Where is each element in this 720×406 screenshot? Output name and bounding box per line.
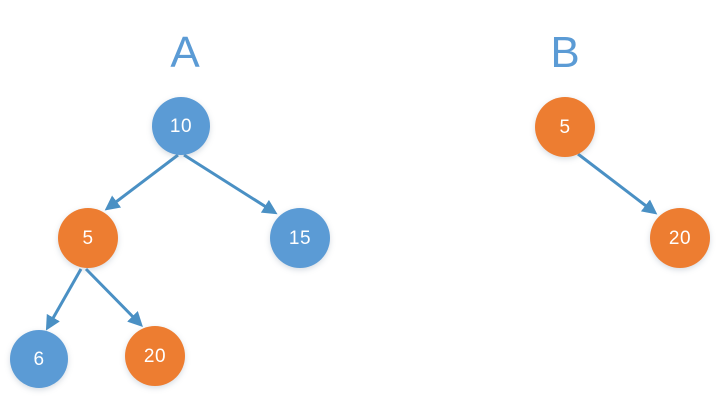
tree-node-value: 20 <box>143 345 167 367</box>
tree-node-value: 5 <box>82 227 94 249</box>
tree-edge-a-left-to-leftright <box>84 267 143 327</box>
tree-node-a-root[interactable]: 10 <box>152 97 210 155</box>
tree-label-b: B <box>550 28 580 77</box>
tree-node-value: 10 <box>169 115 193 137</box>
tree-edge-a-root-to-left <box>104 153 179 211</box>
tree-node-a-left[interactable]: 5 <box>58 208 118 268</box>
tree-node-a-left-left[interactable]: 6 <box>10 330 68 388</box>
tree-node-b-right[interactable]: 20 <box>650 208 710 268</box>
tree-edge-a-left-to-leftleft <box>45 268 83 331</box>
tree-node-value: 5 <box>559 116 571 138</box>
tree-node-value: 6 <box>33 348 45 370</box>
tree-node-b-root[interactable]: 5 <box>535 97 595 157</box>
tree-node-a-right[interactable]: 15 <box>270 208 330 268</box>
edges-group <box>45 152 658 331</box>
tree-edge-b-root-to-right <box>577 152 658 215</box>
tree-node-value: 20 <box>668 227 692 249</box>
tree-label-a: A <box>170 28 200 77</box>
tree-node-a-left-right[interactable]: 20 <box>125 326 185 386</box>
tree-edge-a-root-to-right <box>183 153 278 215</box>
tree-node-value: 15 <box>288 227 312 249</box>
